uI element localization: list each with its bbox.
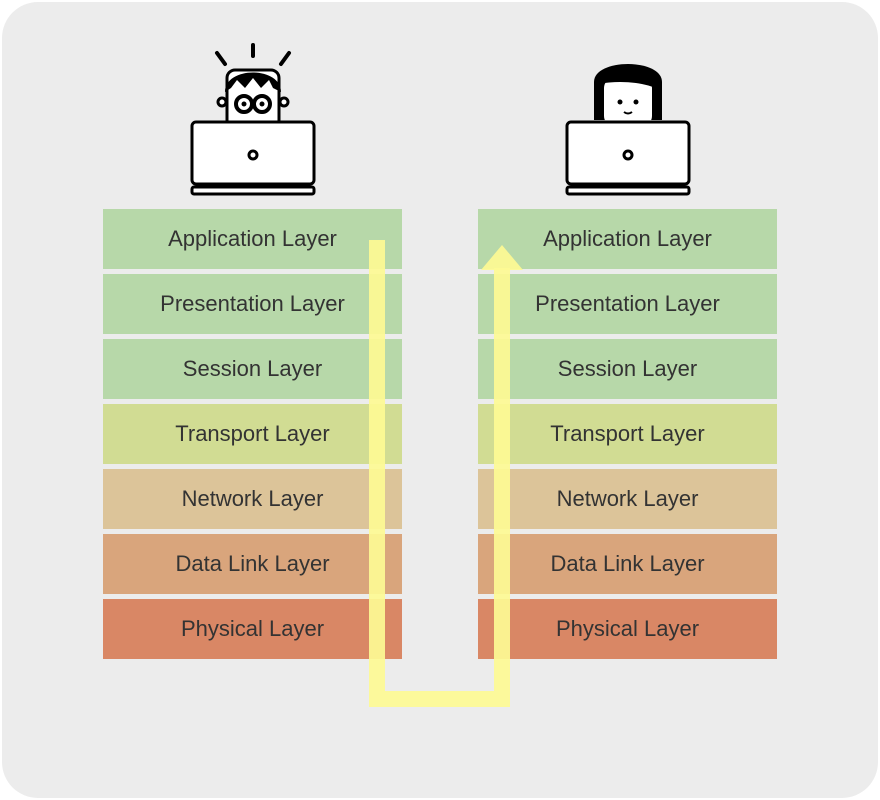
- arrowhead-up-icon: [481, 245, 523, 270]
- receiver-application-layer: Application Layer: [478, 209, 777, 269]
- sender-session-layer: Session Layer: [103, 339, 402, 399]
- sender-laptop-icon: [190, 43, 316, 196]
- receiver-transport-layer: Transport Layer: [478, 404, 777, 464]
- idea-spark-icon: [215, 43, 291, 66]
- receiver-physical-layer: Physical Layer: [478, 599, 777, 659]
- laptop-icon: [190, 120, 316, 196]
- girl-head-icon: [594, 64, 662, 126]
- sender-network-layer: Network Layer: [103, 469, 402, 529]
- boy-head-icon: [216, 68, 290, 130]
- receiver-network-layer: Network Layer: [478, 469, 777, 529]
- receiver-presentation-layer: Presentation Layer: [478, 274, 777, 334]
- receiver-data-link-layer: Data Link Layer: [478, 534, 777, 594]
- sender-application-layer: Application Layer: [103, 209, 402, 269]
- receiver-session-layer: Session Layer: [478, 339, 777, 399]
- sender-physical-layer: Physical Layer: [103, 599, 402, 659]
- sender-transport-layer: Transport Layer: [103, 404, 402, 464]
- sender-data-link-layer: Data Link Layer: [103, 534, 402, 594]
- sender-presentation-layer: Presentation Layer: [103, 274, 402, 334]
- data-flow-path: [369, 240, 510, 707]
- receiver-laptop-icon: [565, 64, 691, 196]
- laptop-icon: [565, 120, 691, 196]
